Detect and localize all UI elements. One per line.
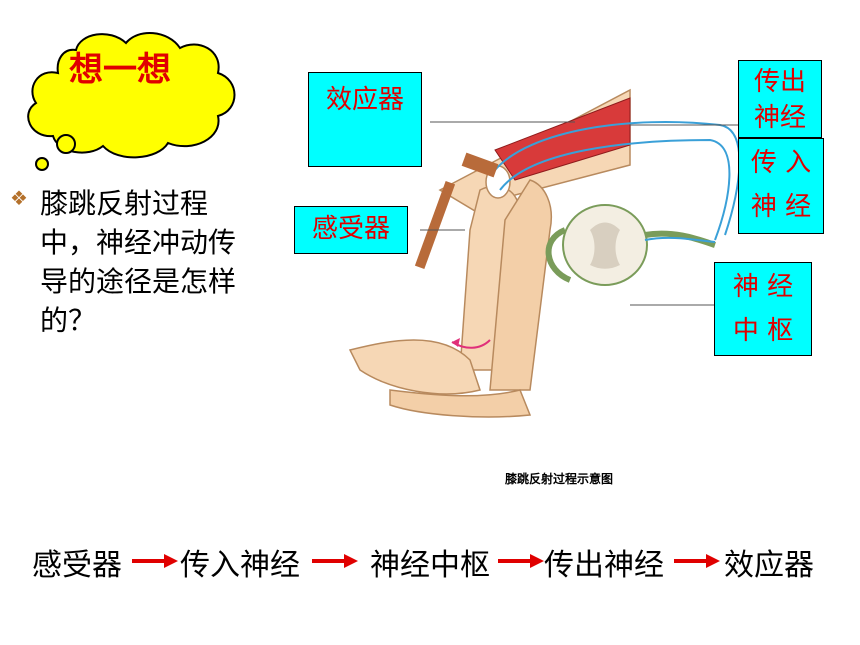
pathway-step-1: 感受器 (32, 548, 122, 583)
thought-cloud (27, 31, 236, 171)
pathway-step-4: 传出神经 (544, 548, 664, 583)
label-efferent-nerve: 传出 神经 (738, 60, 822, 138)
diamond-bullet-icon: ❖ (10, 186, 28, 210)
label-receptor-text: 感受器 (311, 214, 390, 244)
pathway-step-5: 效应器 (724, 548, 814, 583)
label-receptor: 感受器 (294, 206, 408, 254)
pathway-step-2: 传入神经 (180, 548, 300, 583)
arrow-right-icon (132, 554, 178, 568)
diagram-caption: 膝跳反射过程示意图 (505, 472, 614, 486)
arrow-right-icon (312, 554, 358, 568)
label-efferent-line2: 神经 (753, 103, 806, 133)
label-effector-text: 效应器 (325, 85, 404, 115)
arrow-right-icon (674, 554, 720, 568)
label-effector: 效应器 (308, 72, 422, 167)
cloud-title: 想一想 (69, 50, 171, 90)
pathway-step-3: 神经中枢 (370, 548, 490, 583)
label-nerve-center: 神 经 中 枢 (714, 262, 812, 356)
reflex-pathway: 感受器 传入神经 神经中枢 传出神经 效应器 (0, 540, 860, 590)
arrow-right-icon (498, 554, 544, 568)
label-efferent-line1: 传出 (753, 67, 806, 97)
question-text: 膝跳反射过程中，神经冲动传导的途径是怎样的？ (40, 187, 237, 337)
label-afferent-line1: 传 入 (750, 148, 812, 178)
knee-reflex-diagram (348, 88, 750, 418)
label-afferent-line2: 神 经 (750, 192, 812, 222)
label-afferent-nerve: 传 入 神 经 (738, 138, 824, 234)
label-center-line2: 中 枢 (732, 316, 794, 346)
label-center-line1: 神 经 (732, 272, 794, 302)
